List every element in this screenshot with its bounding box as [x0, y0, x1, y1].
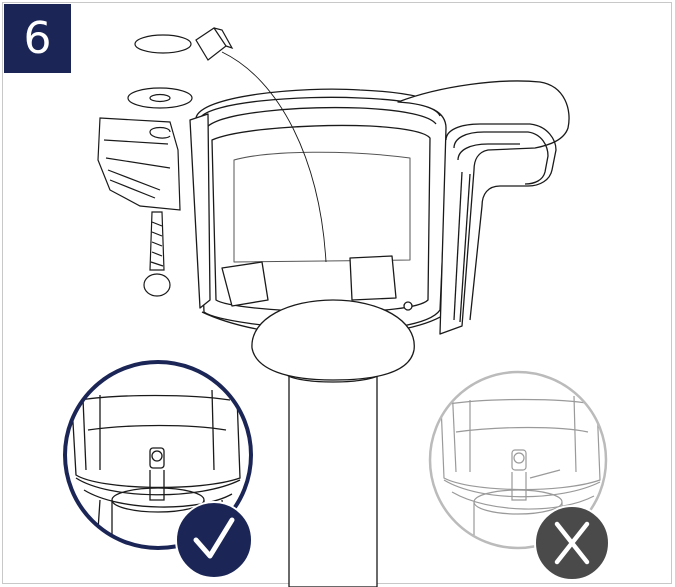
cap-disc — [134, 34, 192, 54]
checkmark-icon — [175, 501, 253, 579]
step-number-badge: 6 — [4, 4, 71, 73]
correct-ring — [63, 360, 253, 550]
incorrect-callout — [428, 370, 610, 581]
mounting-arm — [397, 80, 570, 335]
pole — [285, 363, 381, 587]
bracket-housing — [189, 88, 449, 381]
x-mark-icon — [534, 505, 610, 581]
screw — [143, 211, 171, 297]
side-plate — [97, 117, 181, 211]
correct-callout — [63, 360, 253, 579]
exploded-parts — [127, 27, 327, 297]
lock-washer — [149, 126, 171, 139]
incorrect-ring — [428, 370, 608, 550]
cap-block — [195, 27, 227, 61]
